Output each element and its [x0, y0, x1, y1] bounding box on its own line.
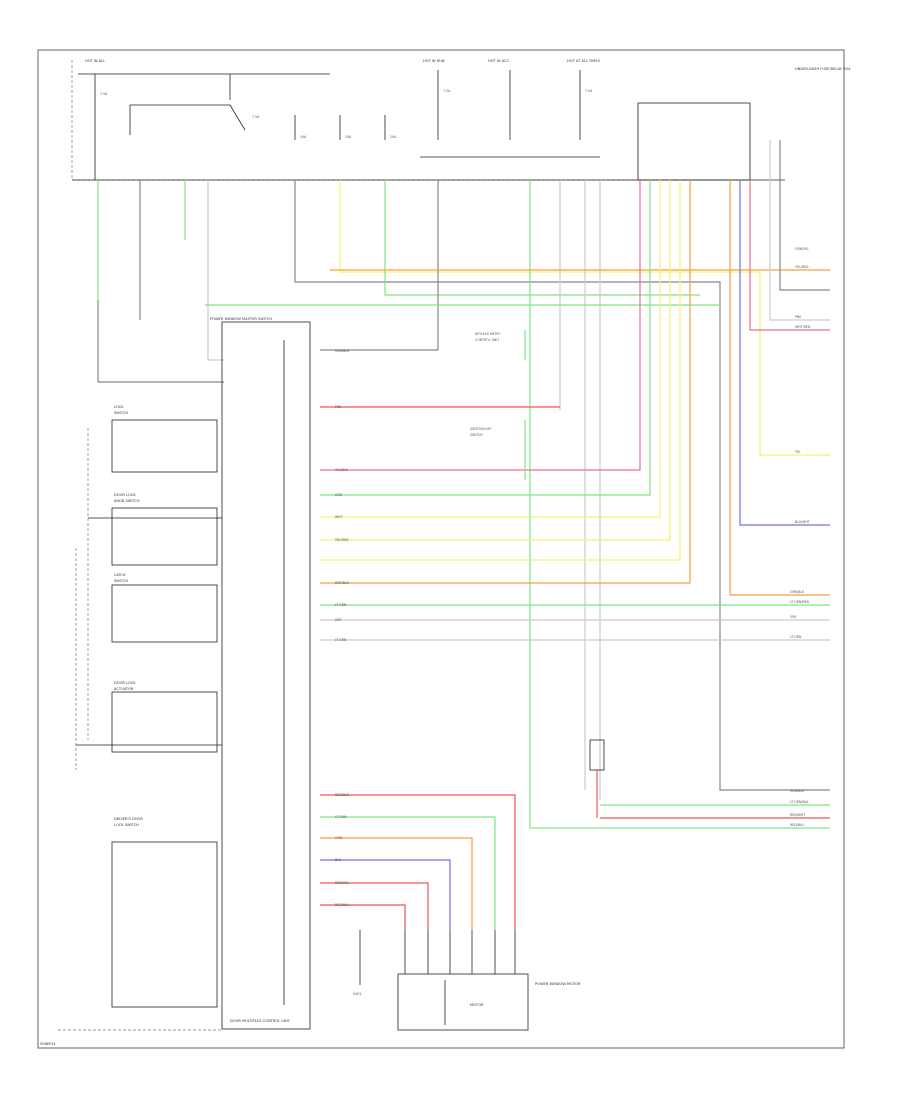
- wire-label-r3: WHT/RED: [795, 325, 811, 329]
- relay-box: [637, 102, 751, 181]
- mw-label-2: PNK: [335, 405, 342, 409]
- mw-label-9: GRY: [335, 618, 341, 622]
- mw-label-12: LT GRN: [335, 815, 347, 819]
- latch-switch-sub: SWITCH: [114, 579, 128, 583]
- mw-label-11: RED/BLK: [335, 793, 350, 797]
- window-motor: [397, 973, 529, 1031]
- label-hot-all-times: HOT AT ALL TIMES: [567, 59, 601, 63]
- driver-lock-title: DRIVER'S DOOR: [114, 817, 143, 821]
- door-lock-knob-title: DOOR LOCK: [114, 493, 136, 497]
- label-hot-run: HOT IN RUN: [423, 59, 445, 63]
- lock-switch-sub: SWITCH: [114, 411, 128, 415]
- wire-label-r0: GRN/YEL: [795, 247, 809, 251]
- side-connector: [589, 739, 605, 771]
- fuse-label-6: 7.5A: [443, 89, 451, 93]
- mw-label-10: LT GRN: [335, 638, 347, 642]
- lock-switch-title: LOCK: [114, 405, 124, 409]
- wire-label-r10: GRN/BLK: [790, 789, 805, 793]
- wire-label-r7: LT GRN/RED: [790, 600, 810, 604]
- mw-label-15: RED/YEL: [335, 881, 349, 885]
- mw-label-0: GRN/BLK: [335, 349, 350, 353]
- motor-label: MOTOR: [470, 1003, 484, 1007]
- mw-label-7: RED/BLK: [335, 581, 350, 585]
- latch-switch-title: LATCH: [114, 573, 126, 577]
- fuse-label-5: 10A: [390, 135, 397, 139]
- wire-label-r6: GRN/BLK: [790, 590, 805, 594]
- mw-label-3: YEL/BLK: [335, 468, 349, 472]
- diagram-frame: [37, 49, 845, 1049]
- mw-label-6: YEL/RED: [335, 538, 349, 542]
- label-hot-acc: HOT IN ACC: [488, 59, 510, 63]
- wire-label-r11: LT GRN/BLK: [790, 800, 809, 804]
- fuse-box-outline: [71, 60, 640, 181]
- fuse-label-7: 7.5A: [585, 89, 593, 93]
- keyless-label-1: CONTROL UNIT: [475, 338, 499, 342]
- actuator-sub: ACTUATOR: [114, 687, 134, 691]
- module-wires: [320, 406, 560, 930]
- wire-label-r1: YEL/RED: [795, 265, 809, 269]
- wire-label-r9: LT GRN: [790, 635, 802, 639]
- wire-label-r4: YEL: [795, 450, 801, 454]
- module-wire-labels: GRN/BLK PNK YEL/BLK GRN WHT YEL/RED RED/…: [335, 349, 350, 907]
- wire-label-r5: BLU/WHT: [795, 520, 810, 524]
- fuse-label-3: 10A: [300, 135, 307, 139]
- keyless-label-3: SWITCH: [470, 433, 483, 437]
- driver-lock-sub: LOCK SWITCH: [114, 823, 139, 827]
- wire-label-r13: RED/BLU: [790, 823, 805, 827]
- right-labels: GRN/YEL YEL/RED PNK WHT/RED YEL BLU/WHT …: [790, 247, 811, 827]
- label-under-dash-box: UNDER-DASH FUSE/RELAY BOX: [795, 67, 851, 71]
- mw-label-5: WHT: [335, 515, 343, 519]
- wire-label-r2: PNK: [795, 315, 802, 319]
- master-switch-module: [221, 321, 311, 1030]
- page-label: S08EE51: [40, 1042, 56, 1046]
- mw-label-16: RED/BLU: [335, 903, 350, 907]
- actuator-title: DOOR LOCK: [114, 681, 136, 685]
- mw-label-8: LT GRN: [335, 603, 347, 607]
- module-title: POWER WINDOW MASTER SWITCH: [210, 317, 272, 321]
- wire-label-r8: GRY: [790, 615, 796, 619]
- switch-boxes: [75, 419, 222, 1008]
- keyless-labels: KEYLESS ENTRY CONTROL UNIT IGNITION KEY …: [470, 332, 500, 437]
- fuse-box-drops: [97, 180, 830, 829]
- switch-box-labels: LOCK SWITCH DOOR LOCK KNOB SWITCH LATCH …: [114, 405, 143, 827]
- label-hot-all-1: HOT IN ALL: [85, 59, 105, 63]
- fuse-label-1: 7.5A: [100, 92, 108, 96]
- keyless-label-2: IGNITION KEY: [470, 427, 492, 431]
- wire-label-r12: RED/WHT: [790, 813, 805, 817]
- right-buses: [97, 140, 830, 819]
- mw-label-4: GRN: [335, 493, 343, 497]
- fuse-label-4: 15A: [345, 135, 352, 139]
- fuse-label-2: 7.5A: [252, 115, 260, 119]
- module-bottom-label: DOOR MULTIPLEX CONTROL UNIT: [230, 1019, 291, 1023]
- mw-label-13: ORN: [335, 836, 343, 840]
- ground-label: G401: [353, 992, 362, 996]
- keyless-label-0: KEYLESS ENTRY: [475, 332, 500, 336]
- motor-side-label: POWER WINDOW MOTOR: [535, 982, 581, 986]
- door-lock-knob-sub: KNOB SWITCH: [114, 499, 140, 503]
- mw-label-14: BLU: [335, 858, 342, 862]
